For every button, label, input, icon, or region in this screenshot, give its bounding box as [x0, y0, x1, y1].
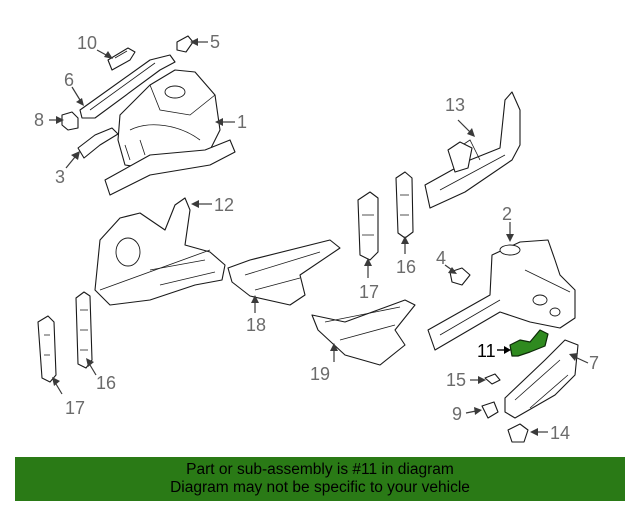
- callout-10: 10: [77, 33, 97, 53]
- part-1-wheel-housing: [104, 69, 236, 196]
- callout-16-left: 16: [96, 373, 116, 393]
- callout-17-mid: 17: [359, 282, 379, 302]
- callout-labels: 1 2 3 4 5 6 7 8 9 10 11 12 13 14 15 16 1…: [34, 32, 599, 443]
- part-17-mid-bracket: [357, 191, 379, 261]
- part-5-bracket: [176, 35, 194, 53]
- callout-12: 12: [214, 195, 234, 215]
- callout-15: 15: [446, 370, 466, 390]
- part-16-left-pillar: [75, 291, 93, 369]
- part-3-bracket: [77, 127, 119, 159]
- part-10-bracket: [107, 47, 136, 71]
- part-12-apron: [94, 197, 226, 306]
- callout-11: 11: [477, 341, 496, 361]
- callout-18: 18: [246, 315, 266, 335]
- part-19-rail: [311, 299, 416, 366]
- part-14-bracket: [507, 423, 529, 443]
- callout-1: 1: [237, 112, 247, 132]
- banner-line-1: Part or sub-assembly is #11 in diagram: [186, 461, 454, 478]
- part-9-block: [481, 401, 499, 419]
- callout-5: 5: [210, 32, 220, 52]
- part-2-front-rail: [427, 239, 576, 351]
- part-6-upper-rail: [79, 54, 176, 119]
- leader-lines: [49, 38, 589, 436]
- part-7-extension: [504, 339, 579, 419]
- callout-4: 4: [436, 248, 446, 268]
- callout-16-mid: 16: [396, 257, 416, 277]
- banner-line-2: Diagram may not be specific to your vehi…: [170, 479, 470, 496]
- parts-diagram: 1 2 3 4 5 6 7 8 9 10 11 12 13 14 15 16 1…: [34, 32, 599, 443]
- callout-6: 6: [64, 70, 74, 90]
- info-banner: Part or sub-assembly is #11 in diagram D…: [15, 457, 625, 501]
- part-13-upper-frame: [424, 91, 521, 209]
- part-17-left-pillar: [37, 315, 57, 383]
- callout-14: 14: [550, 423, 570, 443]
- part-15-clip: [484, 373, 501, 385]
- callout-7: 7: [589, 353, 599, 373]
- part-8-clip: [61, 111, 79, 131]
- callout-8: 8: [34, 110, 44, 130]
- part-11-highlighted: [509, 329, 549, 357]
- part-18-rail: [227, 239, 341, 306]
- callout-19: 19: [310, 364, 330, 384]
- part-16-mid-bracket: [395, 171, 414, 239]
- callout-9: 9: [452, 404, 462, 424]
- callout-17-left: 17: [65, 398, 85, 418]
- callout-2: 2: [502, 204, 512, 224]
- callout-13: 13: [445, 95, 465, 115]
- callout-3: 3: [55, 167, 65, 187]
